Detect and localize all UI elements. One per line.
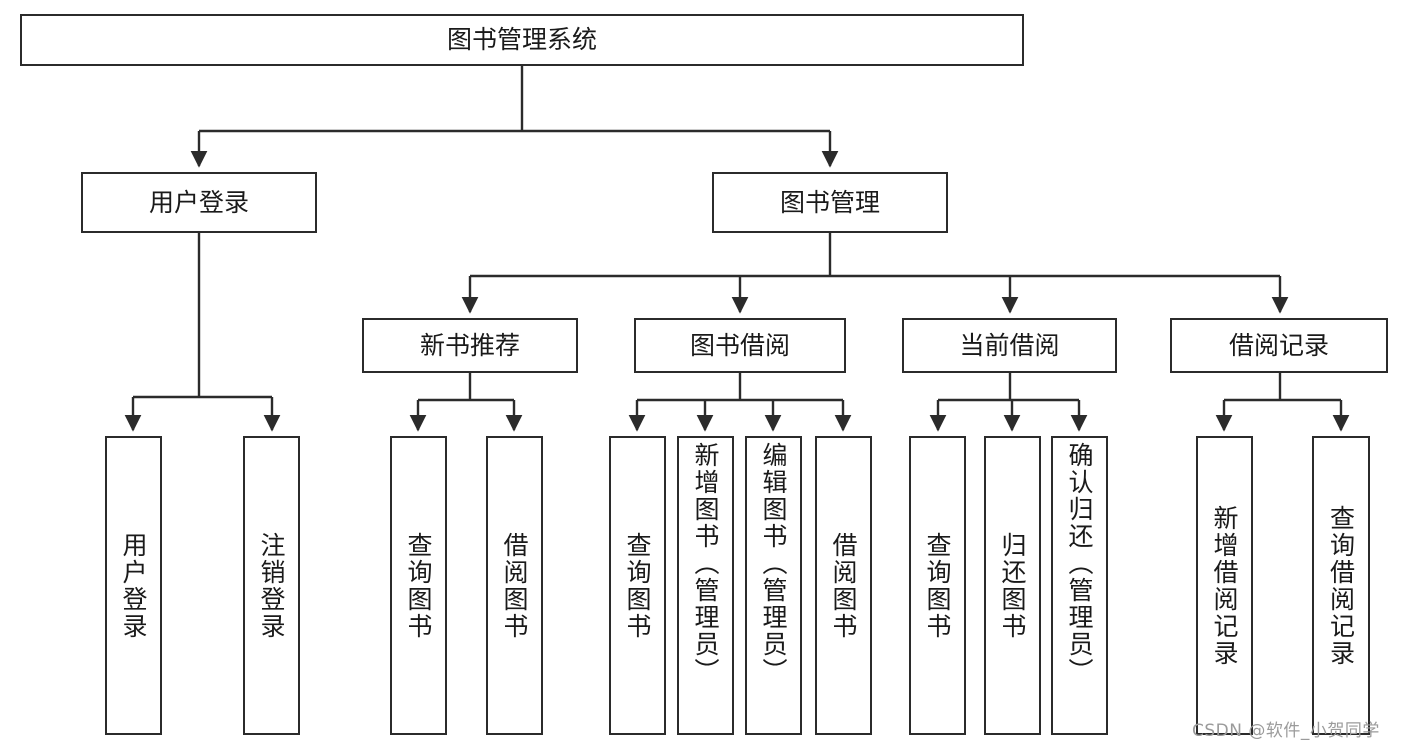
leaf-return-book[interactable]: 归还图书 <box>984 436 1041 735</box>
leaf-confirm-return-label: 确认归还（管理员） <box>1065 442 1094 685</box>
node-new-book-recommend-label: 新书推荐 <box>419 330 520 360</box>
leaf-edit-book[interactable]: 编辑图书（管理员） <box>745 436 802 735</box>
leaf-query-book-1-label: 查询图书 <box>404 531 433 640</box>
leaf-query-book-2[interactable]: 查询图书 <box>609 436 666 735</box>
leaf-add-book-label: 新增图书（管理员） <box>691 442 720 685</box>
leaf-add-record-label: 新增借阅记录 <box>1210 504 1239 667</box>
node-book-manage-label: 图书管理 <box>779 187 880 217</box>
leaf-confirm-return[interactable]: 确认归还（管理员） <box>1051 436 1108 735</box>
leaf-borrow-book-1[interactable]: 借阅图书 <box>486 436 543 735</box>
leaf-query-book-1[interactable]: 查询图书 <box>390 436 447 735</box>
leaf-user-login-label: 用户登录 <box>119 531 148 640</box>
leaf-add-record[interactable]: 新增借阅记录 <box>1196 436 1253 735</box>
node-book-borrow[interactable]: 图书借阅 <box>634 318 846 373</box>
node-user-login[interactable]: 用户登录 <box>81 172 317 233</box>
node-new-book-recommend[interactable]: 新书推荐 <box>362 318 578 373</box>
leaf-query-record[interactable]: 查询借阅记录 <box>1312 436 1370 735</box>
leaf-query-book-3[interactable]: 查询图书 <box>909 436 966 735</box>
node-book-manage[interactable]: 图书管理 <box>712 172 948 233</box>
node-current-borrow-label: 当前借阅 <box>959 330 1060 360</box>
leaf-query-book-2-label: 查询图书 <box>623 531 652 640</box>
leaf-borrow-book-1-label: 借阅图书 <box>500 531 529 640</box>
node-borrow-record[interactable]: 借阅记录 <box>1170 318 1388 373</box>
leaf-query-record-label: 查询借阅记录 <box>1326 504 1356 667</box>
node-root-label: 图书管理系统 <box>446 25 597 55</box>
leaf-edit-book-label: 编辑图书（管理员） <box>759 442 788 685</box>
leaf-return-book-label: 归还图书 <box>998 531 1027 640</box>
leaf-add-book[interactable]: 新增图书（管理员） <box>677 436 734 735</box>
node-root[interactable]: 图书管理系统 <box>20 14 1024 66</box>
leaf-user-login[interactable]: 用户登录 <box>105 436 162 735</box>
node-borrow-record-label: 借阅记录 <box>1228 330 1329 360</box>
leaf-borrow-book-2-label: 借阅图书 <box>829 531 858 640</box>
leaf-logout-label: 注销登录 <box>257 531 286 640</box>
leaf-logout[interactable]: 注销登录 <box>243 436 300 735</box>
leaf-borrow-book-2[interactable]: 借阅图书 <box>815 436 872 735</box>
csdn-watermark: CSDN @软件_小贺同学 <box>1192 721 1380 741</box>
node-user-login-label: 用户登录 <box>148 187 249 217</box>
leaf-query-book-3-label: 查询图书 <box>923 531 952 640</box>
node-current-borrow[interactable]: 当前借阅 <box>902 318 1117 373</box>
node-book-borrow-label: 图书借阅 <box>689 330 790 360</box>
